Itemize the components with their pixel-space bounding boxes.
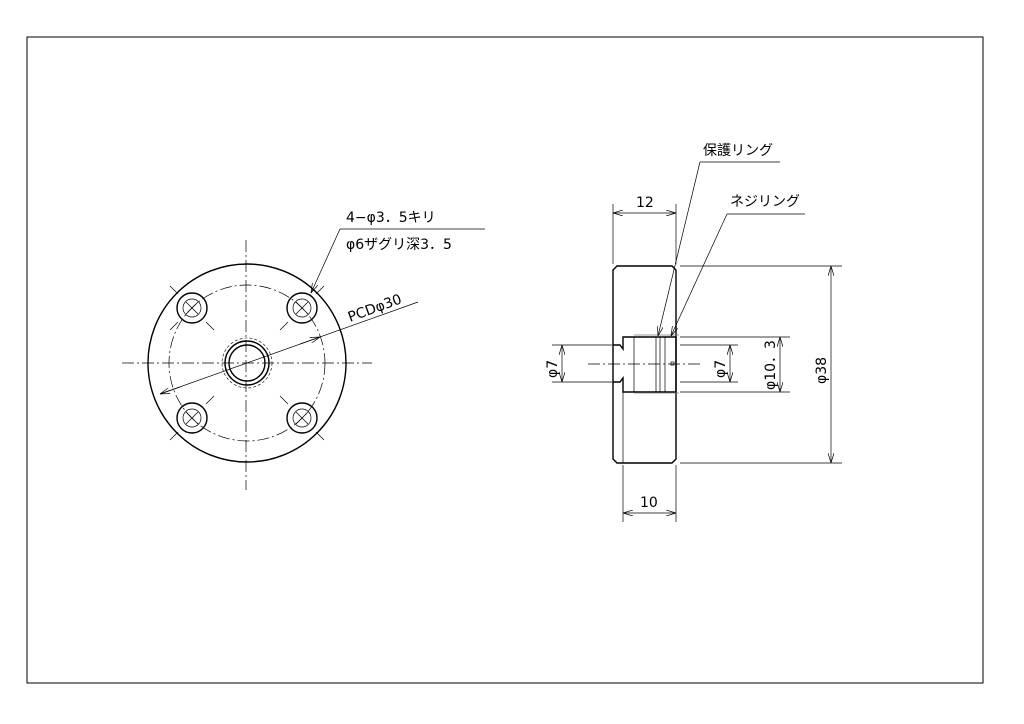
body-outline (612, 265, 677, 464)
hole-note-line1: 4−φ3．5キリ (346, 210, 436, 226)
side-view: 保護リング ネジリング 12 10 φ7 φ7 φ10．3 φ38 (545, 143, 842, 522)
outer-flange-circle (147, 263, 347, 463)
mounting-hole (279, 285, 325, 331)
dim-hub-diameter: φ10．3 (763, 340, 779, 390)
hole-note-line2: φ6ザグリ深3．5 (346, 237, 452, 253)
protective-ring-leader (658, 161, 701, 336)
screw-ring-label: ネジリング (730, 194, 800, 210)
hole-note-leader (311, 228, 341, 293)
center-hole-outer (224, 340, 270, 386)
mounting-hole (279, 395, 325, 441)
dim-width-total: 12 (636, 195, 654, 211)
mounting-hole (169, 395, 215, 441)
mounting-holes (169, 285, 325, 441)
front-view: 4−φ3．5キリ φ6ザグリ深3．5 PCDφ30 (122, 210, 485, 490)
center-hole-inner (228, 344, 266, 382)
protective-ring (655, 336, 661, 393)
pcd-dimension-line (159, 301, 419, 395)
dim-outer-diameter: φ38 (814, 357, 830, 384)
protective-ring-label: 保護リング (703, 143, 773, 159)
dim-width-body: 10 (640, 495, 658, 511)
drawing-frame (26, 36, 984, 684)
dim-left-diameter: φ7 (545, 360, 561, 378)
hub-outline (613, 336, 677, 393)
screw-ring-leader (671, 213, 728, 336)
pcd-circle (168, 284, 326, 442)
center-hole-hidden (221, 337, 273, 389)
pcd-label: PCDφ30 (346, 292, 404, 326)
mounting-hole (169, 285, 215, 331)
dim-right-diameter: φ7 (713, 360, 729, 378)
